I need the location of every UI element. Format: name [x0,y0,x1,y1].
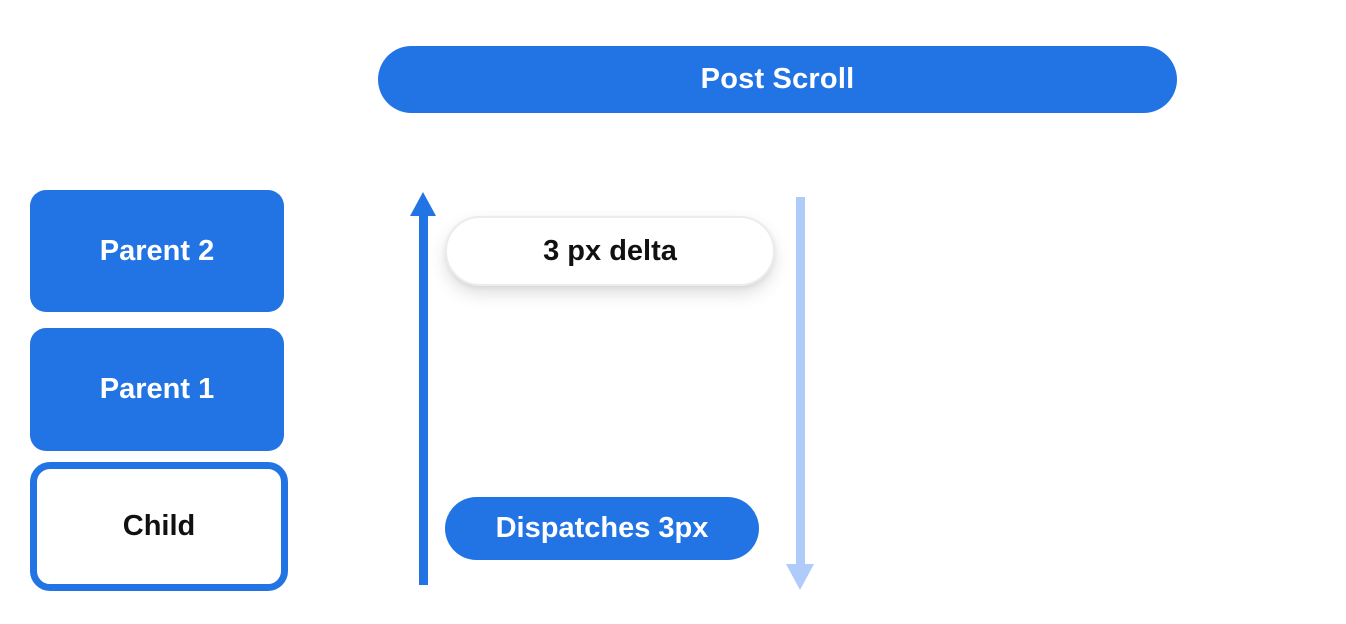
post-scroll-banner-label: Post Scroll [700,63,855,95]
up-arrow-head [410,192,436,216]
parent1-box-label: Parent 1 [99,373,215,405]
parent2-box: Parent 2 [30,190,284,312]
down-arrow-icon [786,197,814,590]
up-arrow-shaft [418,216,428,585]
up-arrow-icon [410,192,436,585]
dispatch-chip: Dispatches 3px [445,497,759,560]
post-scroll-banner: Post Scroll [378,46,1177,113]
delta-chip: 3 px delta [445,216,775,286]
parent1-box: Parent 1 [30,328,284,451]
child-box: Child [30,462,288,591]
child-box-label: Child [122,510,196,542]
delta-chip-label: 3 px delta [543,234,677,267]
down-arrow-shaft [795,197,805,564]
down-arrow-head [786,564,814,590]
parent2-box-label: Parent 2 [99,234,215,267]
dispatch-chip-label: Dispatches 3px [495,512,709,544]
